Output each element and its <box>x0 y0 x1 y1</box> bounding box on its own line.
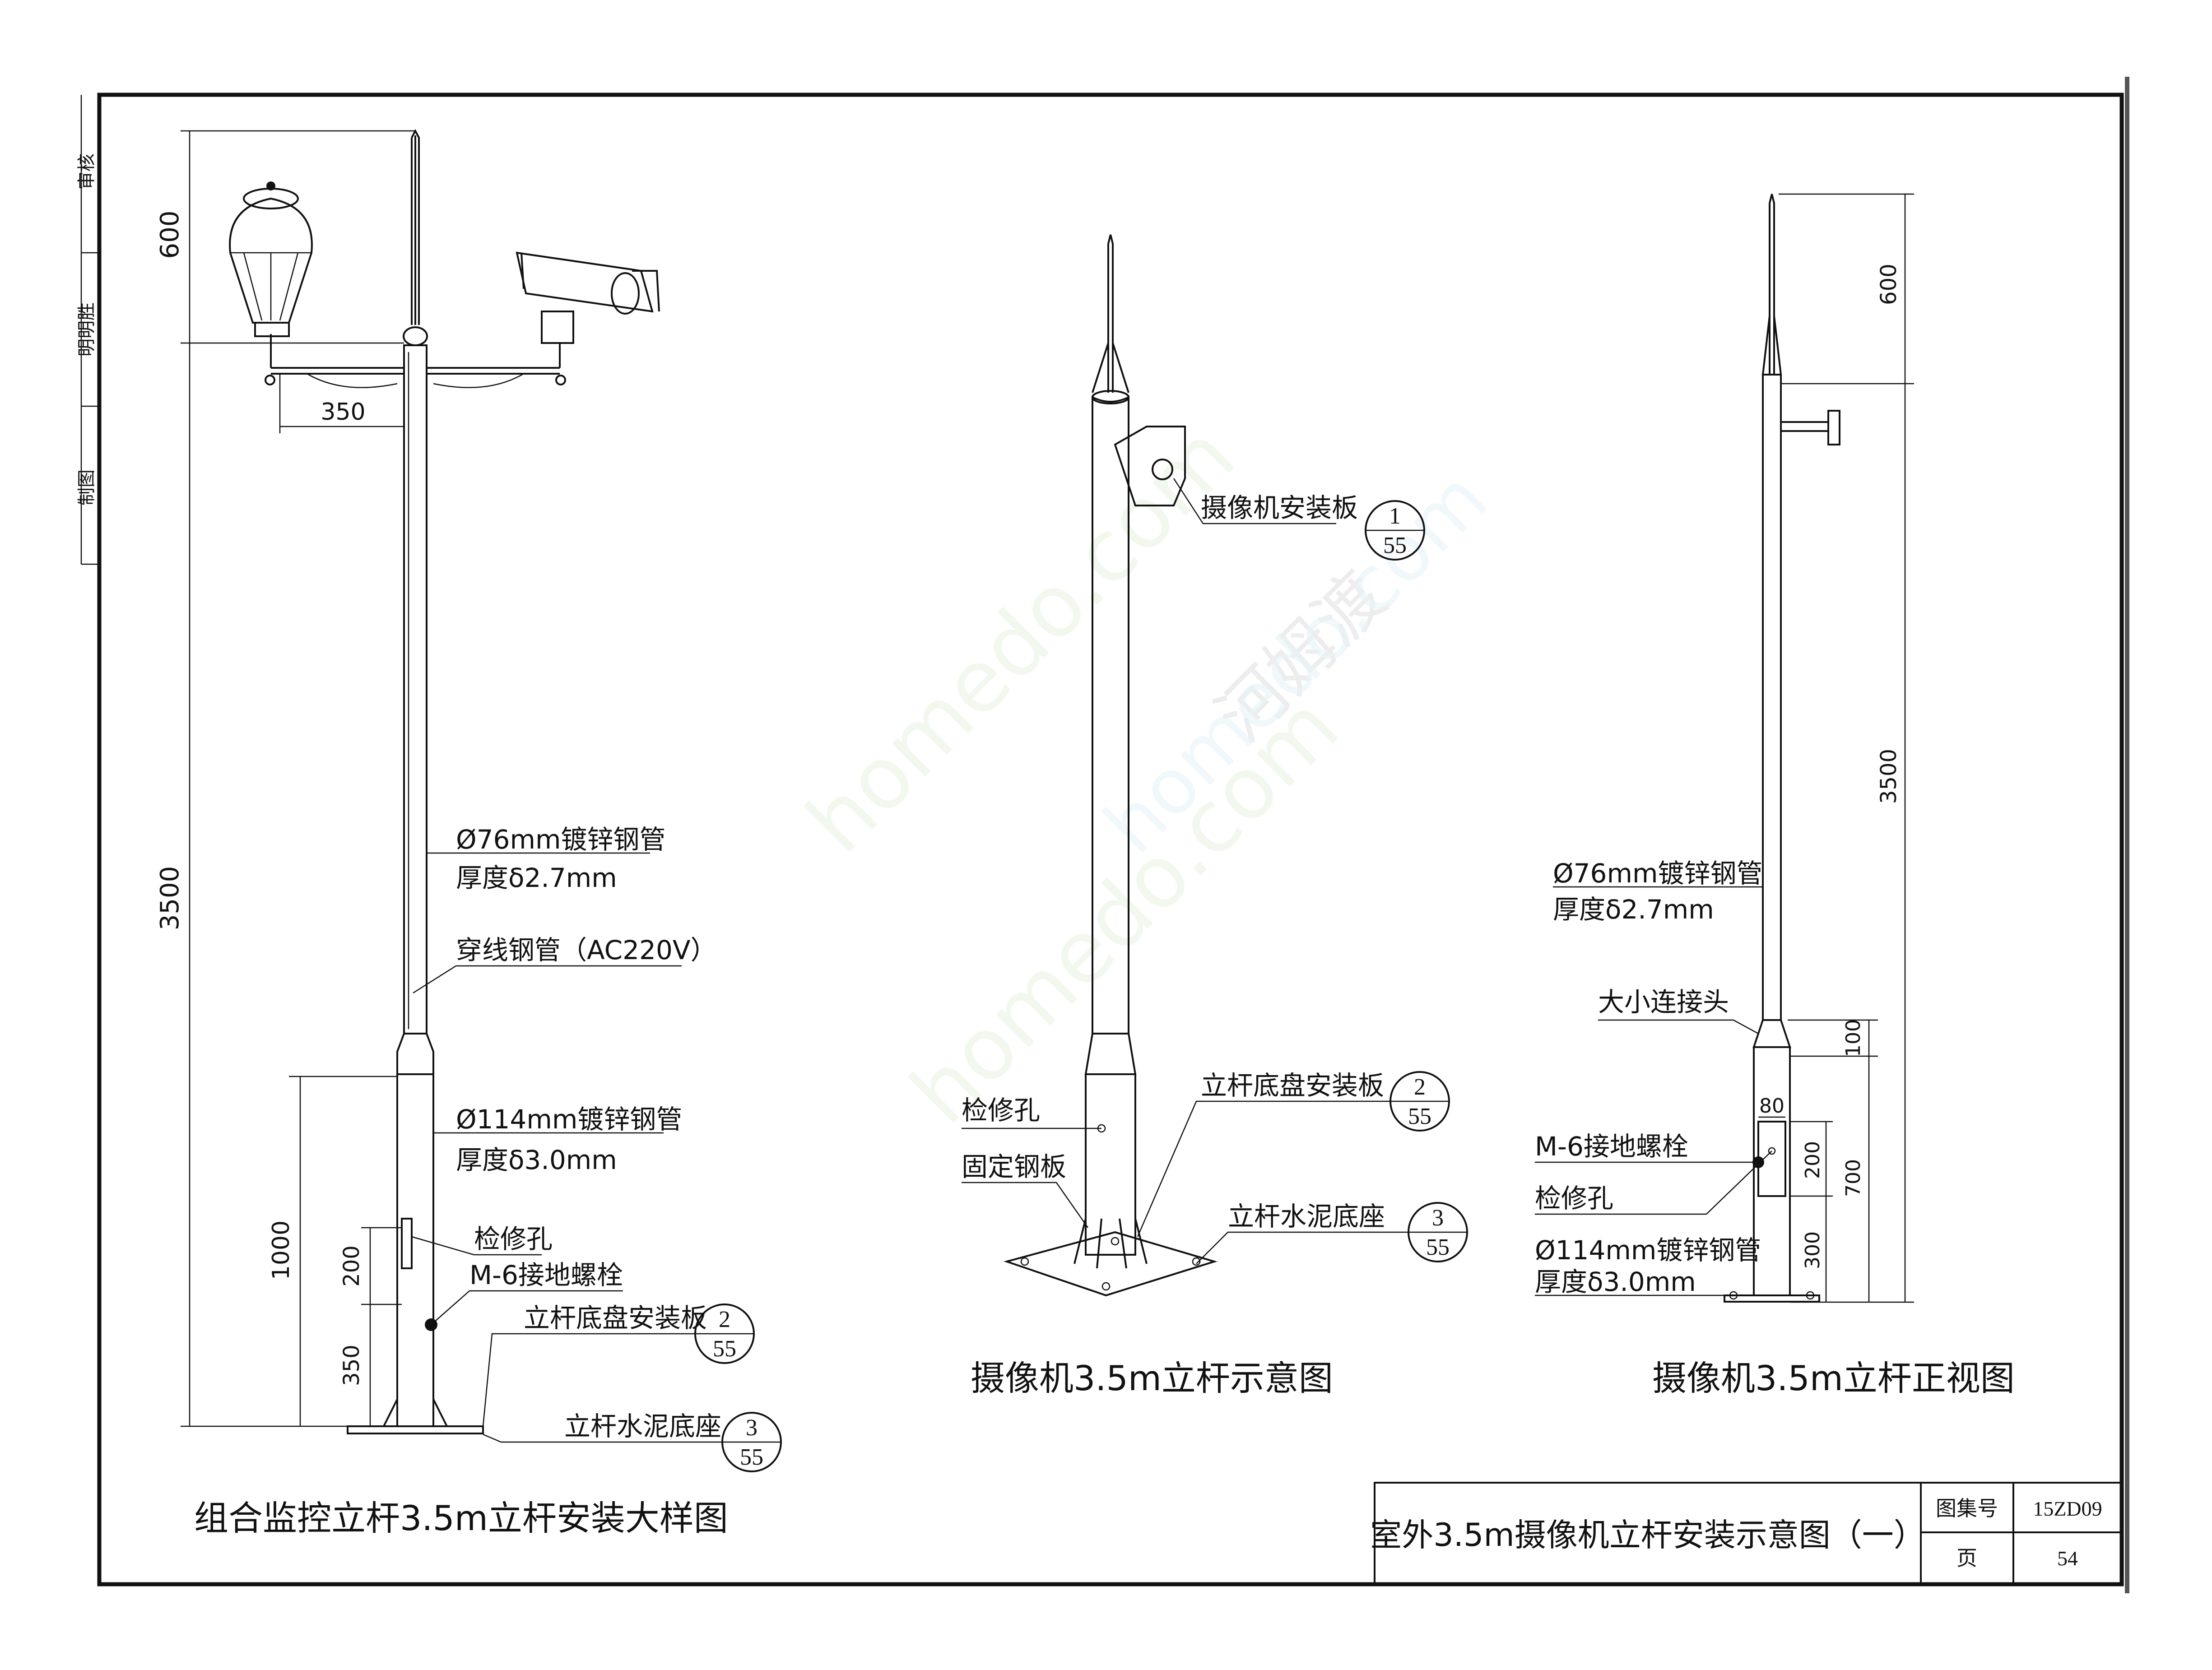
label-bolt: M-6接地螺栓 <box>469 1260 623 1290</box>
margin-label: 审核 <box>76 153 97 190</box>
label-base: 立杆水泥底座 <box>564 1411 721 1442</box>
label-hole: 检修孔 <box>962 1095 1040 1126</box>
atlas-label: 图集号 <box>1936 1496 1998 1521</box>
right-title: 摄像机3.5m立杆正视图 <box>1652 1358 2015 1398</box>
label-bolt: M-6接地螺栓 <box>1535 1131 1688 1162</box>
pole-reducer <box>1752 1020 1791 1048</box>
camera-mount-plate <box>1781 410 1840 445</box>
outer-frame <box>97 93 2124 1586</box>
label-pipe114: Ø114mm镀锌钢管 <box>456 1104 682 1135</box>
label-joint: 大小连接头 <box>1598 987 1729 1017</box>
lamp <box>229 181 313 368</box>
lightning-rod <box>1769 194 1775 375</box>
ref-circle-3-55: 3 55 <box>1408 1202 1468 1262</box>
left-pole-drawing: 600 3500 350 1000 200 350 Ø76mm镀锌钢管 厚度δ2… <box>155 129 782 1538</box>
dim-350-arm: 350 <box>321 399 365 426</box>
dim-200: 200 <box>339 1245 364 1287</box>
ref-circle-2-55: 2 55 <box>694 1304 755 1364</box>
base-gussets <box>383 1399 448 1427</box>
svg-text:1: 1 <box>1389 503 1401 529</box>
svg-text:55: 55 <box>1408 1104 1431 1129</box>
base-plate <box>1004 1231 1218 1297</box>
base-plate <box>1724 1294 1820 1303</box>
svg-text:2: 2 <box>719 1307 730 1332</box>
arm <box>271 367 560 375</box>
atlas-number: 15ZD09 <box>2033 1497 2102 1520</box>
svg-text:55: 55 <box>713 1336 736 1362</box>
ref-circle-3-55: 3 55 <box>721 1412 782 1472</box>
dim-3500: 3500 <box>1876 749 1901 804</box>
label-plate: 立杆底盘安装板 <box>1201 1070 1384 1101</box>
dim-600: 600 <box>1876 264 1901 305</box>
middle-pole-drawing: 摄像机安装板 1 55 检修孔 固定钢板 立杆底盘安装板 2 55 立杆水泥底座… <box>962 234 1468 1398</box>
label-pipe76: Ø76mm镀锌钢管 <box>1553 858 1762 889</box>
svg-text:55: 55 <box>740 1444 763 1470</box>
dim-100: 100 <box>1842 1019 1865 1057</box>
label-hole: 检修孔 <box>1535 1183 1613 1214</box>
page-number: 54 <box>2057 1547 2078 1570</box>
upper-pole <box>403 344 428 1034</box>
page-label: 页 <box>1956 1546 1977 1570</box>
svg-text:2: 2 <box>1414 1074 1426 1100</box>
dim-700: 700 <box>1842 1159 1865 1197</box>
svg-text:3: 3 <box>1432 1205 1444 1231</box>
label-plate: 立杆底盘安装板 <box>524 1303 707 1333</box>
dim-3500: 3500 <box>155 866 185 931</box>
pole-reducer <box>1084 1033 1137 1075</box>
dim-600: 600 <box>155 211 185 259</box>
ref-circle-1-55: 1 55 <box>1365 500 1425 561</box>
svg-text:55: 55 <box>1383 533 1407 558</box>
lower-pole <box>1085 1073 1136 1256</box>
middle-title: 摄像机3.5m立杆示意图 <box>971 1358 1333 1398</box>
dim-350-base: 350 <box>339 1345 364 1386</box>
svg-text:55: 55 <box>1426 1234 1450 1260</box>
label-pipe114-thk: 厚度δ3.0mm <box>456 1145 617 1175</box>
base-plate <box>347 1425 484 1434</box>
label-base: 立杆水泥底座 <box>1228 1201 1385 1232</box>
label-mount: 摄像机安装板 <box>1201 492 1358 523</box>
dim-300: 300 <box>1801 1231 1824 1269</box>
label-pipe114: Ø114mm镀锌钢管 <box>1535 1235 1761 1266</box>
right-pole-drawing: 600 3500 100 700 200 300 80 Ø76mm镀锌钢管 厚度… <box>1535 193 2015 1398</box>
pole-reducer <box>396 1033 434 1075</box>
title-block: 室外3.5m摄像机立杆安装示意图（一） 图集号 15ZD09 页 54 <box>1370 1482 2123 1585</box>
margin-label: 明明胜 <box>76 302 97 357</box>
dim-200: 200 <box>1801 1141 1824 1179</box>
dim-80: 80 <box>1759 1095 1784 1118</box>
upper-pole <box>1762 374 1782 1021</box>
dim-1000: 1000 <box>268 1220 295 1280</box>
left-title: 组合监控立杆3.5m立杆安装大样图 <box>194 1498 728 1538</box>
hole-cover <box>401 1218 413 1269</box>
sheet-title: 室外3.5m摄像机立杆安装示意图（一） <box>1370 1517 1925 1554</box>
label-conduit: 穿线钢管（AC220V） <box>456 935 717 965</box>
label-hole: 检修孔 <box>474 1224 553 1254</box>
label-pipe114-thk: 厚度δ3.0mm <box>1535 1266 1696 1297</box>
lightning-rod <box>1107 234 1114 393</box>
svg-text:3: 3 <box>746 1415 757 1441</box>
ref-circle-2-55: 2 55 <box>1389 1071 1450 1132</box>
cctv-camera <box>516 251 660 368</box>
label-pipe76: Ø76mm镀锌钢管 <box>456 824 665 855</box>
camera-mount-plate <box>1114 426 1186 506</box>
label-fix: 固定钢板 <box>962 1151 1066 1182</box>
lightning-rod <box>411 129 420 325</box>
margin-label: 制图 <box>76 469 97 506</box>
label-pipe76-thk: 厚度δ2.7mm <box>1553 894 1714 925</box>
upper-pole <box>1092 395 1129 1034</box>
label-pipe76-thk: 厚度δ2.7mm <box>456 863 617 893</box>
